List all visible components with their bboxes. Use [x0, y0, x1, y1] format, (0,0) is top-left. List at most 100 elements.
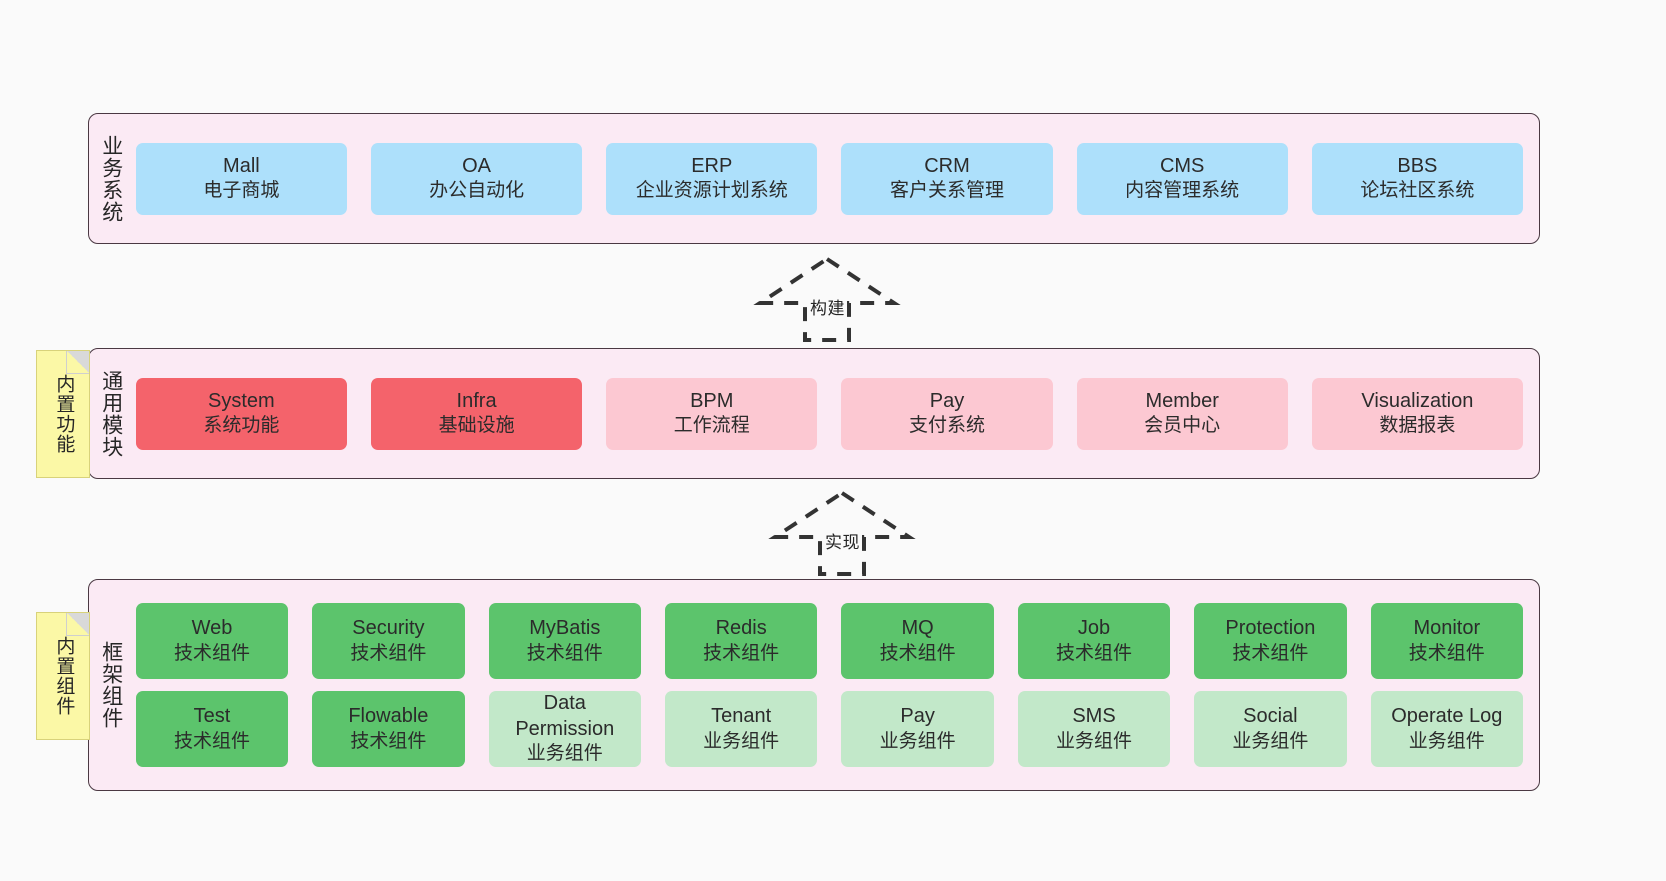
card-title-en: Monitor: [1413, 617, 1481, 640]
card-job[interactable]: Job 技术组件: [1017, 603, 1171, 679]
note-builtin-component: 内置组件: [36, 612, 90, 740]
layer-body-business-system: Mall 电子商城 OA 办公自动化 ERP 企业资源计划系统 CRM 客户关系…: [130, 114, 1539, 243]
card-web[interactable]: Web 技术组件: [135, 603, 289, 679]
card-title-en: Test: [193, 705, 231, 728]
arrow-label-realize: 实现: [825, 533, 860, 552]
card-visualization[interactable]: Visualization 数据报表: [1311, 377, 1523, 450]
card-title-en: Data Permission: [515, 692, 615, 740]
card-title-cn: 业务组件: [1055, 730, 1132, 752]
card-title-cn: 技术组件: [173, 642, 250, 664]
card-sms[interactable]: SMS 业务组件: [1017, 691, 1171, 767]
card-title-cn: 办公自动化: [429, 180, 525, 202]
layer-business-system: 业务系统 Mall 电子商城 OA 办公自动化 ERP 企业资源计划系统 CRM…: [88, 113, 1540, 244]
card-security[interactable]: Security 技术组件: [312, 603, 465, 679]
card-bpm[interactable]: BPM 工作流程: [606, 377, 818, 450]
card-mall[interactable]: Mall 电子商城: [135, 142, 347, 215]
card-title-en: BPM: [690, 389, 734, 412]
card-title-en: Operate Log: [1391, 705, 1503, 728]
card-title-en: Visualization: [1361, 389, 1474, 412]
card-title-en: OA: [462, 154, 492, 177]
card-test[interactable]: Test 技术组件: [135, 691, 289, 767]
card-title-en: BBS: [1397, 154, 1438, 177]
card-title-en: Flowable: [348, 705, 429, 728]
card-data-permission[interactable]: Data Permission 业务组件: [488, 691, 641, 767]
card-protection[interactable]: Protection 技术组件: [1194, 603, 1347, 679]
card-bbs[interactable]: BBS 论坛社区系统: [1311, 142, 1523, 215]
card-title-en: CRM: [924, 154, 970, 177]
card-title-cn: 业务组件: [703, 730, 780, 752]
card-operate-log[interactable]: Operate Log 业务组件: [1370, 691, 1524, 767]
layer-title-framework-component: 框架组件: [99, 641, 123, 729]
card-title-cn: 业务组件: [879, 730, 956, 752]
card-pay-business[interactable]: Pay 业务组件: [841, 691, 994, 767]
card-title-en: Job: [1077, 617, 1111, 640]
card-tenant[interactable]: Tenant 业务组件: [664, 691, 818, 767]
note-builtin-function: 内置功能: [36, 350, 90, 478]
card-title-cn: 技术组件: [350, 730, 427, 752]
layer-common-module: 通用模块 System 系统功能 Infra 基础设施 BPM 工作流程 Pay…: [88, 348, 1540, 479]
card-cms[interactable]: CMS 内容管理系统: [1076, 142, 1288, 215]
card-crm[interactable]: CRM 客户关系管理: [841, 142, 1053, 215]
note-label: 内置组件: [53, 636, 75, 716]
card-title-cn: 内容管理系统: [1125, 180, 1240, 202]
arrow-build: 构建: [753, 256, 901, 342]
card-title-en: CMS: [1159, 154, 1205, 177]
layer-title-common-module: 通用模块: [99, 369, 123, 458]
card-title-en: Tenant: [711, 705, 772, 728]
card-title-cn: 业务组件: [1232, 730, 1309, 752]
arrow-realize: 实现: [768, 490, 916, 576]
card-title-en: Infra: [456, 389, 497, 412]
card-title-cn: 数据报表: [1379, 415, 1456, 437]
card-title-cn: 业务组件: [526, 743, 603, 765]
card-title-cn: 工作流程: [673, 415, 750, 437]
card-title-en: Redis: [715, 617, 767, 640]
card-title-en: Pay: [929, 389, 965, 412]
card-title-cn: 支付系统: [908, 415, 985, 437]
card-title-cn: 技术组件: [526, 642, 603, 664]
card-title-en: Mall: [223, 154, 260, 177]
card-erp[interactable]: ERP 企业资源计划系统: [606, 142, 818, 215]
card-social[interactable]: Social 业务组件: [1194, 691, 1347, 767]
arrow-label-build: 构建: [810, 299, 845, 318]
card-oa[interactable]: OA 办公自动化: [370, 142, 583, 215]
card-flowable[interactable]: Flowable 技术组件: [312, 691, 465, 767]
card-mq[interactable]: MQ 技术组件: [841, 603, 994, 679]
generalization-arrow-icon: [768, 490, 916, 576]
card-title-cn: 客户关系管理: [889, 180, 1004, 202]
card-title-en: Protection: [1225, 617, 1316, 640]
card-title-cn: 系统功能: [203, 415, 280, 437]
card-title-cn: 技术组件: [1055, 642, 1132, 664]
card-title-en: Social: [1243, 705, 1298, 728]
card-title-cn: 技术组件: [703, 642, 780, 664]
card-title-en: System: [208, 389, 275, 412]
page-fold-icon: [66, 613, 89, 636]
card-title-cn: 会员中心: [1144, 415, 1221, 437]
card-title-en: MQ: [901, 617, 934, 640]
card-title-en: Member: [1145, 389, 1219, 412]
card-monitor[interactable]: Monitor 技术组件: [1370, 603, 1524, 679]
layer-body-common-module: System 系统功能 Infra 基础设施 BPM 工作流程 Pay 支付系统…: [130, 349, 1539, 478]
generalization-arrow-icon: [753, 256, 901, 342]
card-title-cn: 企业资源计划系统: [635, 180, 788, 202]
card-pay[interactable]: Pay 支付系统: [841, 377, 1053, 450]
card-infra[interactable]: Infra 基础设施: [370, 377, 583, 450]
card-member[interactable]: Member 会员中心: [1076, 377, 1288, 450]
card-title-en: Web: [191, 617, 233, 640]
card-mybatis[interactable]: MyBatis 技术组件: [488, 603, 641, 679]
card-title-cn: 电子商城: [203, 180, 280, 202]
card-title-cn: 技术组件: [879, 642, 956, 664]
card-system[interactable]: System 系统功能: [135, 377, 347, 450]
card-title-cn: 业务组件: [1408, 730, 1485, 752]
card-title-cn: 技术组件: [1232, 642, 1309, 664]
layer-body-framework-component: Web 技术组件 Security 技术组件 MyBatis 技术组件 Redi…: [130, 580, 1539, 790]
card-redis[interactable]: Redis 技术组件: [664, 603, 818, 679]
layer-title-business-system: 业务系统: [99, 134, 123, 223]
layer-framework-component: 框架组件 Web 技术组件 Security 技术组件 MyBatis 技术组件…: [88, 579, 1540, 791]
card-title-cn: 论坛社区系统: [1360, 180, 1475, 202]
page-fold-icon: [66, 351, 89, 374]
card-row-technical: Web 技术组件 Security 技术组件 MyBatis 技术组件 Redi…: [135, 603, 1524, 679]
card-title-en: ERP: [691, 154, 733, 177]
card-title-cn: 技术组件: [350, 642, 427, 664]
card-row-business: Test 技术组件 Flowable 技术组件 Data Permission …: [135, 691, 1524, 767]
